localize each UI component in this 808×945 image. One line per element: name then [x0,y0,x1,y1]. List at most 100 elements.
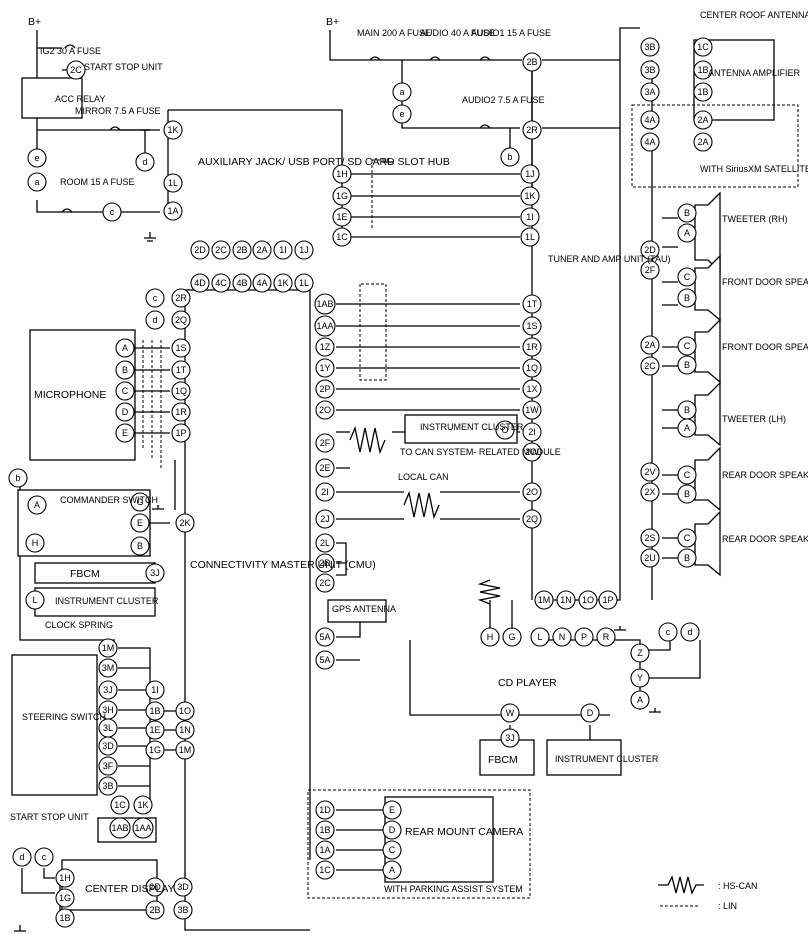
pin-code: 1AA [134,823,151,833]
pin-circle [294,273,314,293]
pin-code: 2C [215,245,227,255]
pin-code: 3H [102,705,114,715]
room-fuse-label: ROOM 15 A FUSE [60,177,135,187]
pin-circle [332,164,352,184]
pin-code: Y [637,673,643,683]
pin-circle [315,358,335,378]
gps-antenna-label: GPS ANTENNA [332,604,396,614]
pin-circle [578,590,598,610]
pin-circle [677,288,697,308]
pin-code: 1K [277,278,288,288]
pin-code: e [34,153,39,163]
center-display-label: CENTER DISPLAY [85,883,175,895]
pin-circle [294,240,314,260]
pin-code: 2A [644,340,655,350]
siriusxm-region [631,104,799,188]
pin-code: B [684,293,690,303]
pin-code: 1T [527,299,538,309]
pin-code: C [684,341,691,351]
pin-code: 1AB [111,823,128,833]
pin-circle [392,104,412,124]
pin-code: 1R [175,407,187,417]
pin-circle [522,120,542,140]
instrument-cluster-bottom-box [546,739,622,776]
pin-code: 2D [149,882,161,892]
tau-label: TUNER AND AMP UNIT (TAU) [548,254,671,264]
pin-code: 3L [103,723,113,733]
pin-code: A [637,695,643,705]
pin-code: B [684,208,690,218]
pin-code: 1N [560,595,572,605]
pin-code: 1I [151,685,159,695]
pin-code: c [110,207,115,217]
pin-code: 2W [525,447,539,457]
pin-circle [677,528,697,548]
pin-code: 1M [538,595,551,605]
pin-circle [500,703,520,723]
pin-code: 1S [526,321,537,331]
pin-circle [12,847,32,867]
pin-code: 1R [526,342,538,352]
pin-circle [190,273,210,293]
pin-circle [640,37,660,57]
legend-lin-label: : LIN [718,901,737,911]
pin-circle [640,132,660,152]
pin-code: 2V [644,467,655,477]
pin-code: 2Q [526,514,538,524]
pin-circle [315,573,335,593]
pin-code: a [34,177,39,187]
pin-circle [145,288,165,308]
pin-code: c [666,627,671,637]
pin-code: 2L [320,538,330,548]
pin-circle [273,273,293,293]
pin-code: 1A [319,845,330,855]
pin-code: 4C [215,278,227,288]
pin-code: N [559,632,566,642]
pin-code: 1X [526,384,537,394]
pin-circle [392,82,412,102]
rear-camera-box [384,796,494,883]
pin-circle [163,201,183,221]
aux-hub-label: AUXILIARY JACK/ USB PORT/ SD CARD SLOT H… [198,156,450,168]
front-door-lh-label: FRONT DOOR SPEAKER (LH) [722,342,808,352]
pin-code: 2R [175,293,187,303]
pin-code: B [137,541,143,551]
pin-circle [630,643,650,663]
pin-code: D [122,407,129,417]
pin-code: E [122,428,128,438]
pin-code: 1Q [175,386,187,396]
pin-circle [145,877,165,897]
pin-code: 3J [505,733,515,743]
pin-code: 2C [319,578,331,588]
pin-code: Z [637,648,643,658]
pin-circle [171,288,191,308]
ig2-fuse-label: IG2 30 A FUSE [40,46,101,56]
parking-assist-region [307,789,531,899]
pin-code: A [389,865,395,875]
pin-code: 1H [336,169,348,179]
pin-code: 2F [320,438,331,448]
pin-code: 1K [137,800,148,810]
pin-code: 3J [103,685,113,695]
labels: B+ B+ IG2 30 A FUSE MAIN 200 A FUSE AUDI… [10,10,808,911]
pin-circle [175,513,195,533]
microphone-label: MICROPHONE [34,389,106,401]
pin-circle [596,627,616,647]
pin-code: 2F [645,265,656,275]
pin-circle [252,240,272,260]
pin-circle [55,908,75,928]
pin-code: 2D [194,245,206,255]
pin-circle [630,668,650,688]
pin-code: d [152,315,157,325]
pin-circle [640,462,660,482]
pin-circle [171,423,191,443]
pin-code: A [684,423,690,433]
pin-circle [693,60,713,80]
pin-code: 1B [59,913,70,923]
pin-code: B [122,365,128,375]
pin-code: 2O [526,487,538,497]
pin-circle [175,720,195,740]
pin-code: C [684,470,691,480]
pin-circle [171,402,191,422]
front-door-rh-label: FRONT DOOR SPEAKER (RH) [722,277,808,287]
